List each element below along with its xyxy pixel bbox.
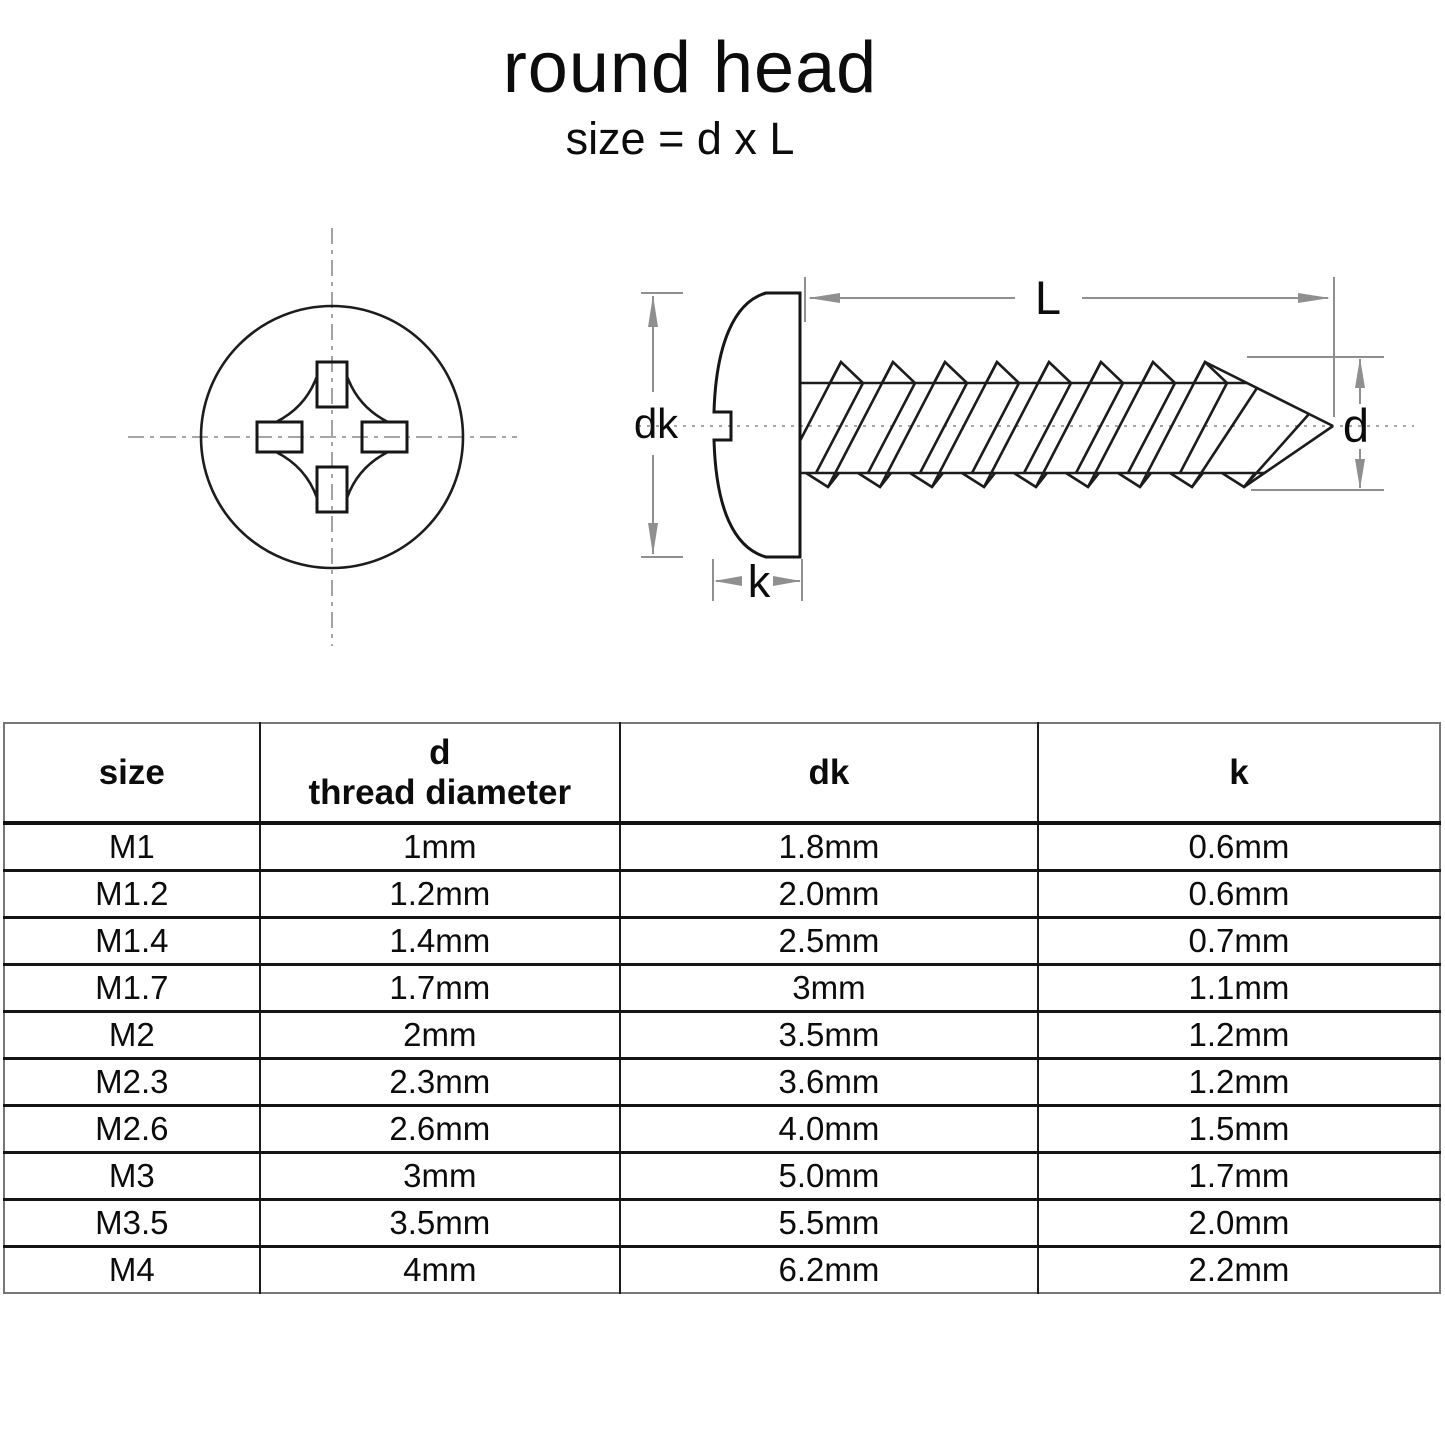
arrow-left-icon: [714, 576, 742, 586]
cell-d: 4mm: [258, 1244, 621, 1293]
screw-side-view: dk L d k: [634, 271, 1414, 607]
page-subtitle: size = d x L: [565, 113, 795, 164]
cell-dk: 3mm: [619, 962, 1038, 1011]
dimension-dk: dk: [634, 292, 683, 558]
cell-k: 1.1mm: [1036, 962, 1440, 1011]
cell-d: 1mm: [258, 823, 621, 870]
head-circle: [199, 304, 465, 570]
cell-dk: 4.0mm: [619, 1103, 1038, 1152]
cell-k: 1.5mm: [1036, 1103, 1440, 1152]
dimension-d: d: [1247, 356, 1384, 491]
screw-head-profile: [712, 291, 802, 559]
cell-d: 2.3mm: [258, 1056, 621, 1105]
col-header-d: d thread diameter: [258, 723, 621, 825]
arrow-down-icon: [1355, 459, 1365, 489]
cell-dk: 1.8mm: [619, 823, 1038, 870]
cell-size: M1: [108, 827, 155, 865]
screw-top-view: [128, 228, 517, 646]
cell-size: M3: [4, 1150, 260, 1199]
col-header-size: size: [4, 723, 260, 825]
cell-d: 1.4mm: [258, 915, 621, 964]
arrow-right-icon: [773, 576, 801, 586]
arrow-right-icon: [1298, 293, 1330, 303]
cell-dk: 5.0mm: [619, 1150, 1038, 1199]
cell-k: 0.6mm: [1036, 868, 1440, 917]
dim-label-dk: dk: [634, 400, 679, 447]
screw-tip: [1204, 360, 1334, 489]
cell-k: 1.2mm: [1036, 1056, 1440, 1105]
arrow-left-icon: [808, 293, 840, 303]
cell-size: M4: [4, 1244, 260, 1293]
cell-d: 3mm: [258, 1150, 621, 1199]
cell-d: 1.7mm: [258, 962, 621, 1011]
cell-k: 0.6mm: [1036, 823, 1440, 870]
cell-size: M2: [4, 1009, 260, 1058]
cell-size: M1.4: [4, 915, 260, 964]
dimension-L: L: [804, 271, 1335, 417]
col-header-dk: dk: [619, 723, 1038, 825]
cell-d: 2.6mm: [258, 1103, 621, 1152]
col-header-k: k: [1036, 723, 1440, 825]
arrow-down-icon: [648, 523, 658, 555]
page-title: round head: [502, 28, 878, 108]
cell-k: 1.2mm: [1036, 1009, 1440, 1058]
cell-d: 2mm: [258, 1009, 621, 1058]
cell-dk: 3.6mm: [619, 1056, 1038, 1105]
arrow-up-icon: [648, 295, 658, 327]
col-header-d-sublabel: thread diameter: [308, 772, 572, 812]
cell-size: M3.5: [4, 1197, 260, 1246]
cell-k: 1.7mm: [1036, 1150, 1440, 1199]
dimension-k: k: [712, 556, 803, 607]
cell-dk: 2.0mm: [619, 868, 1038, 917]
cell-size: M2.3: [4, 1056, 260, 1105]
cell-dk: 6.2mm: [619, 1244, 1038, 1293]
col-header-d-symbol: d: [429, 732, 451, 772]
screw-technical-drawing: dk L d k: [128, 228, 1414, 646]
cell-k: 2.2mm: [1036, 1244, 1440, 1293]
dim-label-d: d: [1343, 399, 1369, 452]
cell-k: 0.7mm: [1036, 915, 1440, 964]
cell-size: M2.6: [4, 1103, 260, 1152]
cell-d: 1.2mm: [258, 868, 621, 917]
dim-label-k: k: [748, 556, 771, 607]
cell-d: 3.5mm: [258, 1197, 621, 1246]
cell-size: M1.2: [4, 868, 260, 917]
cell-dk: 3.5mm: [619, 1009, 1038, 1058]
arrow-up-icon: [1355, 358, 1365, 388]
cell-dk: 5.5mm: [619, 1197, 1038, 1246]
cell-size: M1.7: [4, 962, 260, 1011]
table-header-row: size d thread diameter dk k: [4, 723, 1440, 825]
threaded-shaft: [801, 359, 1334, 489]
phillips-cross-recess: [255, 360, 409, 514]
cell-k: 2.0mm: [1036, 1197, 1440, 1246]
dim-label-L: L: [1035, 271, 1061, 324]
cell-dk: 2.5mm: [619, 915, 1038, 964]
